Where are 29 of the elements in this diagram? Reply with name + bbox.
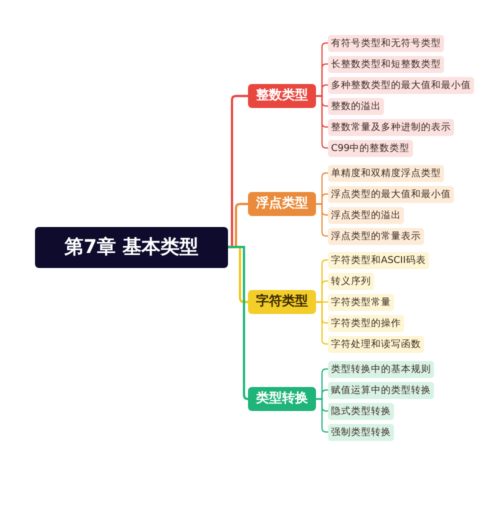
- subtopic-box: 多种整数类型的最大值和最小值: [328, 76, 474, 94]
- connector-line: [316, 95, 328, 149]
- subtopic-box: 整数常量及多种进制的表示: [328, 118, 454, 136]
- connector-line: [228, 246, 250, 400]
- subtopic-box: 单精度和双精度浮点类型: [328, 164, 444, 182]
- topic-box: 浮点类型: [248, 192, 316, 216]
- subtopic-box: 赋值运算中的类型转换: [328, 382, 434, 398]
- subtopic-box: 浮点类型的最大值和最小值: [328, 186, 454, 202]
- subtopic-box: 类型转换中的基本规则: [328, 360, 434, 378]
- subtopic-box: 隐式类型转换: [328, 402, 394, 420]
- subtopic-box: 字符类型的操作: [328, 314, 404, 332]
- subtopic-box: 有符号类型和无符号类型: [328, 34, 444, 52]
- subtopic-box: 字符类型常量: [328, 294, 394, 310]
- connector-line: [316, 301, 328, 345]
- subtopic-box: 字符类型和ASCII码表: [328, 252, 429, 268]
- subtopic-box: 长整数类型和短整数类型: [328, 56, 444, 72]
- topic-box: 整数类型: [248, 84, 316, 108]
- central-topic-box: 第7章 基本类型: [35, 226, 228, 268]
- subtopic-box: 浮点类型的溢出: [328, 206, 404, 224]
- subtopic-box: 字符处理和读写函数: [328, 336, 424, 352]
- connector-line: [316, 398, 328, 433]
- subtopic-box: 整数的溢出: [328, 98, 384, 114]
- topic-box: 类型转换: [248, 387, 316, 411]
- subtopic-box: 转义序列: [328, 272, 374, 290]
- connector-line: [316, 203, 328, 237]
- subtopic-box: 浮点类型的常量表示: [328, 228, 424, 244]
- subtopic-box: C99中的整数类型: [328, 140, 413, 156]
- topic-box: 字符类型: [248, 290, 316, 314]
- subtopic-box: 强制类型转换: [328, 424, 394, 440]
